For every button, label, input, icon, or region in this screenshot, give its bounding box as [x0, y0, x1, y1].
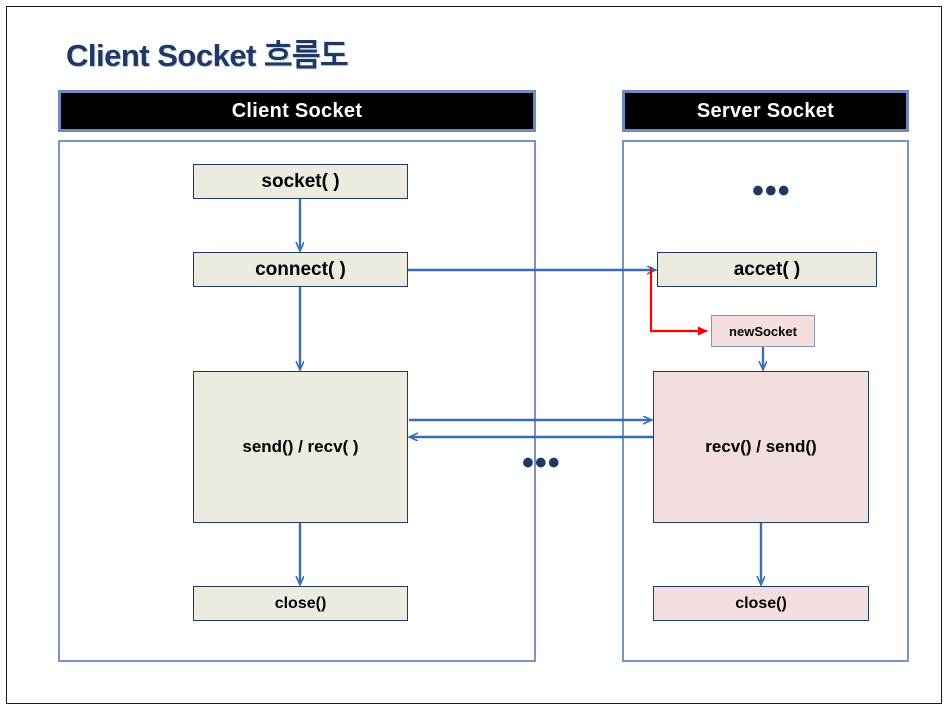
node-server-close[interactable]: close() — [653, 586, 869, 621]
page-title: Client Socket 흐름도 — [66, 38, 349, 73]
server-ellipsis-icon: ••• — [752, 172, 791, 210]
node-server-recv-send[interactable]: recv() / send() — [653, 371, 869, 523]
node-client-close[interactable]: close() — [193, 586, 408, 621]
server-column-header: Server Socket — [622, 90, 909, 132]
node-server-accept[interactable]: accet( ) — [657, 252, 877, 287]
node-client-socket[interactable]: socket( ) — [193, 164, 408, 199]
node-client-connect[interactable]: connect( ) — [193, 252, 408, 287]
client-column-header: Client Socket — [58, 90, 536, 132]
node-client-send-recv[interactable]: send() / recv( ) — [193, 371, 408, 523]
node-server-newsocket[interactable]: newSocket — [711, 315, 815, 347]
middle-ellipsis-icon: ••• — [522, 444, 561, 482]
